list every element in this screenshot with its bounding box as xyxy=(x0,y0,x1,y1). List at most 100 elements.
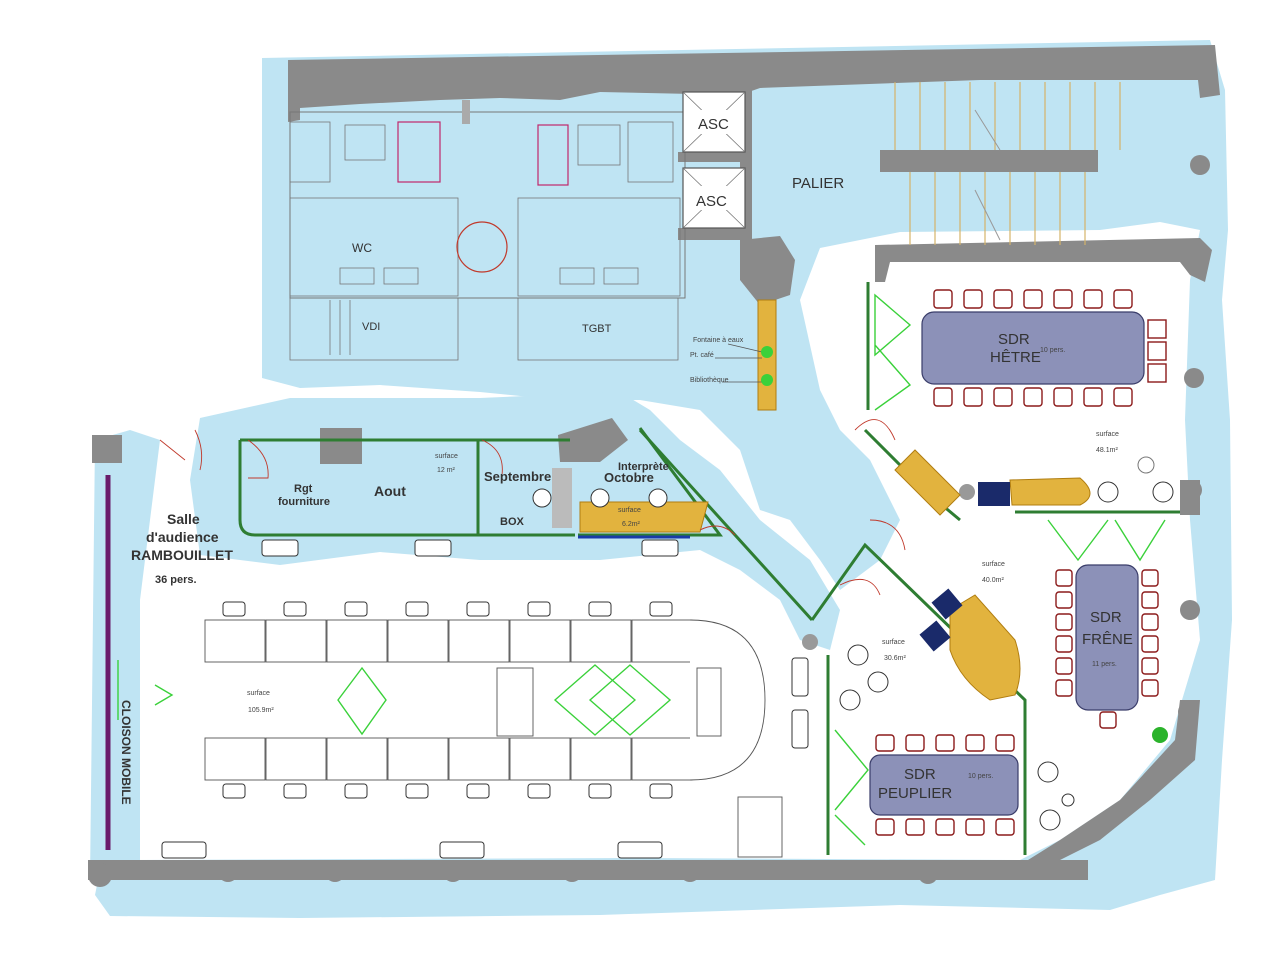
frene-line2: FRÊNE xyxy=(1082,631,1133,648)
septembre-label: Septembre xyxy=(484,469,551,484)
salle-rambouillet: Salle d'audience RAMBOUILLET 36 pers. su… xyxy=(117,429,809,859)
peuplier-surface-value: 30.6m² xyxy=(884,655,906,662)
salle-capacity: 36 pers. xyxy=(155,574,197,586)
frene-line1: SDR xyxy=(1090,609,1122,626)
asc-1-label: ASC xyxy=(698,116,729,133)
chair xyxy=(1113,289,1133,309)
salle-surface-value: 105.9m² xyxy=(248,707,274,714)
chair xyxy=(1141,591,1159,609)
desk xyxy=(265,619,327,663)
peuplier-table xyxy=(869,754,1019,816)
chair xyxy=(905,818,925,836)
chair xyxy=(222,601,246,617)
wc-label: WC xyxy=(352,241,372,255)
desk xyxy=(204,619,266,663)
chair xyxy=(1099,711,1117,729)
chair xyxy=(649,601,673,617)
peuplier-line1: SDR xyxy=(904,766,936,783)
chair xyxy=(405,601,429,617)
chair xyxy=(963,387,983,407)
peuplier-capacity: 10 pers. xyxy=(968,773,993,780)
chair xyxy=(405,783,429,799)
chair xyxy=(1141,679,1159,697)
interprete-label: Interprète xyxy=(618,461,669,473)
salle-surface-label: surface xyxy=(247,690,270,697)
salle-line2: d'audience xyxy=(146,529,219,545)
hetre-line1: SDR xyxy=(998,331,1030,348)
salle-line1: Salle xyxy=(167,511,200,527)
chair xyxy=(995,818,1015,836)
vdi-label: VDI xyxy=(362,321,380,333)
chair xyxy=(1141,635,1159,653)
small-rooms: Rgt fourniture Aout surface 12 m² Septem… xyxy=(247,439,736,557)
chair xyxy=(965,734,985,752)
desk xyxy=(631,619,693,663)
chair xyxy=(875,734,895,752)
hetre-surface-label: surface xyxy=(1096,431,1119,438)
chair xyxy=(935,818,955,836)
chair xyxy=(1113,387,1133,407)
hatched-furniture xyxy=(579,299,1091,701)
partitions xyxy=(105,282,1180,855)
rgt-line1: Rgt xyxy=(294,483,313,495)
chair xyxy=(527,783,551,799)
chair xyxy=(222,783,246,799)
chair xyxy=(933,387,953,407)
chair xyxy=(1055,613,1073,631)
chair xyxy=(1055,569,1073,587)
chair xyxy=(1083,289,1103,309)
center-surface-label: surface xyxy=(982,561,1005,568)
desk xyxy=(265,737,327,781)
chair xyxy=(344,783,368,799)
chair xyxy=(933,289,953,309)
desk xyxy=(509,619,571,663)
chair xyxy=(344,601,368,617)
peuplier-surface-label: surface xyxy=(882,639,905,646)
chair xyxy=(875,818,895,836)
tgbt-label: TGBT xyxy=(582,323,612,335)
octobre-surface-label: surface xyxy=(618,507,641,514)
desk xyxy=(326,619,388,663)
desk xyxy=(570,737,632,781)
aout-label: Aout xyxy=(374,483,406,499)
frene-capacity: 11 pers. xyxy=(1092,661,1117,668)
chair xyxy=(905,734,925,752)
hetre-line2: HÊTRE xyxy=(990,349,1041,366)
chair xyxy=(1055,679,1073,697)
chair xyxy=(466,783,490,799)
sdr-peuplier: SDR PEUPLIER 10 pers. surface 30.6m² xyxy=(834,639,1019,846)
chair xyxy=(963,289,983,309)
desk xyxy=(570,619,632,663)
chair xyxy=(527,601,551,617)
cloison-label: CLOISON MOBILE xyxy=(119,700,133,805)
desk xyxy=(448,737,510,781)
chair xyxy=(1023,289,1043,309)
desk xyxy=(326,737,388,781)
chair xyxy=(1055,591,1073,609)
chair xyxy=(1083,387,1103,407)
chair xyxy=(867,671,889,693)
octobre-surface-value: 6.2m² xyxy=(622,521,641,528)
hetre-capacity: 10 pers. xyxy=(1040,347,1065,354)
legend-item-1: Fontaine à eaux xyxy=(693,337,744,344)
chair xyxy=(935,734,955,752)
chair xyxy=(993,289,1013,309)
central-area: surface 40.0m² xyxy=(839,419,1174,831)
chair xyxy=(965,818,985,836)
chair xyxy=(283,783,307,799)
frene-table xyxy=(1075,564,1139,711)
palier-label: PALIER xyxy=(792,175,844,192)
aout-surface-value: 12 m² xyxy=(437,467,456,474)
rgt-line2: fourniture xyxy=(278,496,330,508)
hetre-surface-value: 48.1m² xyxy=(1096,447,1118,454)
octobre-label: Octobre xyxy=(604,470,654,485)
chair xyxy=(588,601,612,617)
desk xyxy=(448,619,510,663)
chair xyxy=(1023,387,1043,407)
legend-item-2: Pt. café xyxy=(690,352,714,359)
chair xyxy=(1141,569,1159,587)
desk xyxy=(387,737,449,781)
outer-walls xyxy=(88,45,1220,887)
sanitary-block: WC VDI TGBT xyxy=(289,100,686,361)
